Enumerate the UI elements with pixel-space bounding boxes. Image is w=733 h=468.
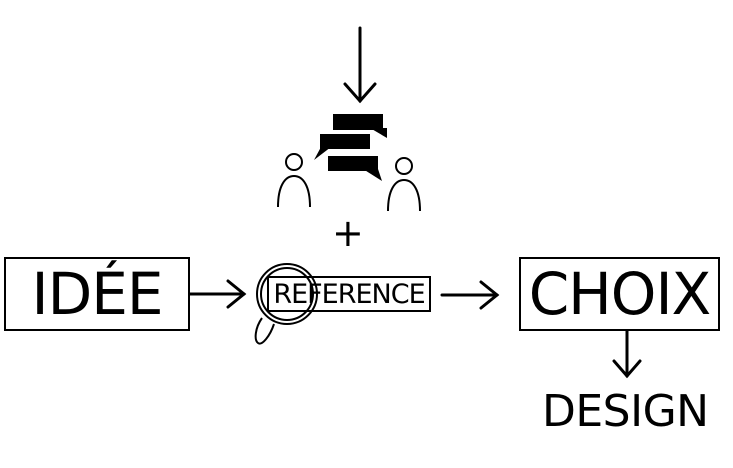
magnifying-glass-icon xyxy=(254,263,318,345)
arrow-down-icon xyxy=(343,26,377,104)
choice-box: CHOIX xyxy=(519,257,720,331)
reference-box: REFERENCE xyxy=(267,276,431,312)
plus-sign: + xyxy=(332,211,364,255)
arrow-right-icon xyxy=(188,279,247,309)
arrow-down-icon xyxy=(612,329,642,379)
design-label: DESIGN xyxy=(542,386,709,437)
person-right-icon xyxy=(387,157,421,212)
person-left-icon xyxy=(277,153,311,208)
arrow-right-icon xyxy=(440,280,500,310)
speech-bubbles-icon xyxy=(314,114,387,181)
idea-box: IDÉE xyxy=(4,257,190,331)
